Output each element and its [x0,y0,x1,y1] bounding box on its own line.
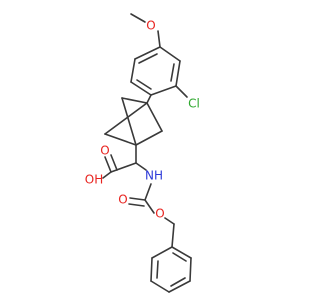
carbamate-oxygen-label: O [118,193,127,207]
structure-drawing: O Cl O OH NH O O [85,13,200,293]
bond-alpha-n [135,162,147,171]
molecule-diagram: O Cl O OH NH O O [85,13,200,293]
bond-benzyl-1 [151,246,173,259]
bond-n-carbonyl [144,183,152,201]
bond-benzyl-3 [150,280,170,293]
bond-ester-o-ch2 [164,217,175,225]
bond-benzyl-2 [150,257,153,282]
bond-benzyl-inner-3 [172,252,187,262]
methoxy-oxygen-label: O [146,19,155,33]
bond-aryl-4 [150,85,177,96]
bond-aryl-cage [146,94,152,104]
bond-aryl-1 [134,46,161,60]
bond-carbonyl-o-2 [128,203,145,207]
bond-benzyl-5 [189,257,192,282]
bond-cage-3 [146,102,163,132]
ester-oxygen-label: O [155,207,164,221]
bond-aryl-inner-3 [170,63,175,82]
bond-cage-6 [104,133,137,146]
bond-aryl-inner-1 [138,53,158,64]
amide-nitrogen-label: NH [145,169,163,183]
bond-carbonyl-ester-o [144,199,155,214]
bond-aryl-5 [175,60,181,87]
bond-aryl-inner-2 [136,79,152,90]
bond-carbonyl-o-1 [129,197,146,201]
bond-carboxyl-o-1 [104,156,112,173]
bond-cage-2 [121,97,137,146]
bond-cage-5 [104,102,148,135]
bond-aryl-3 [130,81,152,96]
acid-hydroxyl-label: OH [85,173,103,187]
bond-benzyl-inner-1 [156,260,159,279]
bond-carboxyl-o-2 [110,154,118,171]
acid-oxygen-label: O [100,144,109,158]
bond-ch2-ring [171,223,175,248]
bond-benzyl-4 [168,280,191,293]
bond-aryl-cl [175,85,188,98]
bond-cage-4 [135,130,163,146]
bond-carboxyl-oh [102,171,112,179]
bond-alpha-carboxyl [110,162,137,173]
bond-aryl-2 [130,58,136,83]
bond-benzyl-6 [171,246,192,259]
bond-aryl-6 [159,46,181,62]
chlorine-label: Cl [188,97,200,111]
bond-cage-1 [121,97,148,104]
bond-o-ring [157,30,161,48]
bond-benzyl-inner-2 [170,277,186,287]
bond-methyl-o [130,13,146,23]
